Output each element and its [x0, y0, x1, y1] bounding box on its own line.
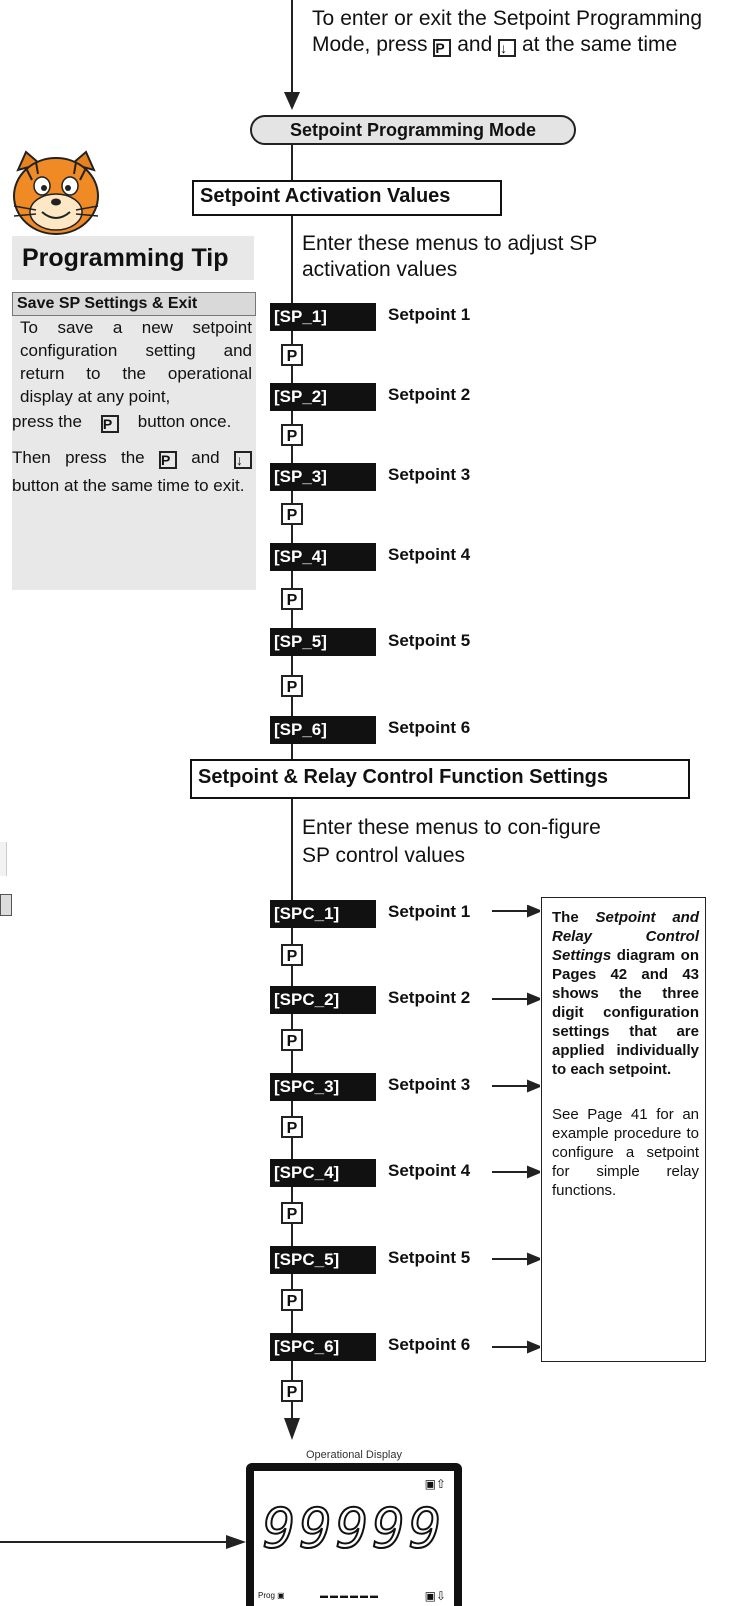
down-key-icon: ↓ — [233, 451, 252, 469]
sp-3-label: Setpoint 3 — [388, 465, 471, 484]
spc-6-tag[interactable]: [SPC_6] — [270, 1333, 376, 1361]
intro-text: To enter or exit the Setpoint Programmin… — [312, 6, 702, 58]
sp-4-label: Setpoint 4 — [388, 545, 471, 564]
arrow-right-icon — [226, 1535, 246, 1549]
spc-1-tag[interactable]: [SPC_1] — [270, 900, 376, 928]
tip-text-3c: button at the same time to exit. — [12, 476, 245, 495]
spc-2-tag[interactable]: [SPC_2] — [270, 986, 376, 1014]
p-key-icon[interactable]: P — [281, 503, 303, 525]
p-key-icon[interactable]: P — [281, 1289, 303, 1311]
p-key-icon: P — [433, 39, 452, 57]
note-para-2: See Page 41 for an example procedure to … — [552, 1106, 699, 1199]
programming-tip-body: Save SP Settings & Exit To save a new se… — [12, 292, 256, 590]
sp-6-label: Setpoint 6 — [388, 718, 471, 737]
edge-tab — [0, 894, 12, 916]
arrow-right-icon — [527, 1252, 540, 1266]
display-face: ▣⇧ 99999 Prog ▣ ▬▬▬▬▬▬ ▣⇩ — [254, 1471, 454, 1606]
p-key-icon[interactable]: P — [281, 588, 303, 610]
arrow-right-icon — [527, 905, 540, 918]
tip-text-3b: and — [191, 448, 220, 467]
arrow-to-display — [0, 1535, 246, 1549]
arrow-right-icon — [527, 1340, 540, 1354]
spc-3-tag[interactable]: [SPC_3] — [270, 1073, 376, 1101]
p-key-icon: P — [158, 451, 177, 469]
arrows-to-note — [492, 905, 540, 1354]
p-key-icon[interactable]: P — [281, 1202, 303, 1224]
note-box: The Setpoint and Relay Control Settings … — [541, 897, 706, 1362]
operational-display: ▣⇧ 99999 Prog ▣ ▬▬▬▬▬▬ ▣⇩ — [246, 1463, 462, 1606]
sp-1-tag[interactable]: [SP_1] — [270, 303, 376, 331]
prog-indicator-icon: ▣ — [277, 1591, 285, 1600]
note-rest: diagram on Pages 42 and 43 shows the thr… — [552, 947, 699, 1078]
tip-title: Programming Tip — [22, 244, 229, 272]
display-caption: Operational Display — [306, 1449, 402, 1461]
p-key-icon[interactable]: P — [281, 344, 303, 366]
spc-5-tag[interactable]: [SPC_5] — [270, 1246, 376, 1274]
mode-pill: Setpoint Programming Mode — [250, 115, 576, 145]
sp-5-label: Setpoint 5 — [388, 631, 471, 650]
p-key-icon: P — [100, 415, 119, 433]
p-key-icon[interactable]: P — [281, 1029, 303, 1051]
p-key-icon[interactable]: P — [281, 675, 303, 697]
note-italic: Setpoint and Relay Control Settings — [552, 909, 700, 964]
tiger-mascot-icon — [13, 150, 99, 235]
spc-3-label: Setpoint 3 — [388, 1075, 471, 1094]
spc-1-label: Setpoint 1 — [388, 902, 471, 921]
arrow-right-icon — [527, 1079, 540, 1093]
sp-5-tag[interactable]: [SP_5] — [270, 628, 376, 656]
tip-text-2a: press the — [12, 412, 82, 431]
sp-4-tag[interactable]: [SP_4] — [270, 543, 376, 571]
edge-bracket — [0, 842, 7, 876]
spc-4-tag[interactable]: [SPC_4] — [270, 1159, 376, 1187]
tip-text-3a: Then press the — [12, 448, 145, 467]
down-key-icon: ↓ — [498, 39, 517, 57]
programming-tip-header: Programming Tip — [12, 236, 254, 280]
arrow-right-icon — [527, 1165, 540, 1179]
tip-text-1: To save a new setpoint configuration set… — [20, 318, 252, 406]
intro-and: and — [457, 33, 493, 56]
mode-title: Setpoint Programming Mode — [289, 120, 536, 140]
top-indicator-icon: ▣⇧ — [424, 1477, 446, 1491]
spc-6-label: Setpoint 6 — [388, 1335, 471, 1354]
flow-line-top — [291, 0, 293, 95]
sp-1-label: Setpoint 1 — [388, 305, 471, 324]
arrow-down-icon — [284, 1418, 300, 1440]
tip-text-3: Then press the P and ↓ button at the sam… — [12, 436, 256, 500]
activation-title: Setpoint Activation Values — [192, 180, 502, 216]
note-para-1: The Setpoint and Relay Control Settings … — [552, 908, 699, 1079]
control-title: Setpoint & Relay Control Function Settin… — [190, 759, 690, 799]
p-key-icon[interactable]: P — [281, 1116, 303, 1138]
spc-5-label: Setpoint 5 — [388, 1248, 471, 1267]
tip-text-2: press the P button once. — [12, 408, 256, 436]
tip-subtitle: Save SP Settings & Exit — [12, 292, 256, 316]
arrow-down-icon — [284, 92, 300, 110]
sp-6-tag[interactable]: [SP_6] — [270, 716, 376, 744]
spc-4-label: Setpoint 4 — [388, 1161, 471, 1180]
tip-text-2b: button once. — [137, 412, 232, 431]
control-description: Enter these menus to con-figure SP contr… — [302, 816, 601, 867]
sp-3-tag[interactable]: [SP_3] — [270, 463, 376, 491]
intro-text-main: To enter or exit the Setpoint Programmin… — [312, 7, 702, 56]
display-value: 99999 — [262, 1496, 446, 1561]
p-key-icon[interactable]: P — [281, 1380, 303, 1402]
note-lead: The — [552, 909, 579, 926]
setpoint-led-row: ▬▬▬▬▬▬ — [320, 1591, 380, 1600]
prog-text: Prog — [258, 1591, 275, 1600]
sp-2-tag[interactable]: [SP_2] — [270, 383, 376, 411]
p-key-icon[interactable]: P — [281, 944, 303, 966]
prog-label: Prog ▣ — [258, 1591, 285, 1600]
arrow-right-icon — [527, 992, 540, 1006]
spc-2-label: Setpoint 2 — [388, 988, 471, 1007]
sp-2-label: Setpoint 2 — [388, 385, 471, 404]
activation-description: Enter these menus to adjust SP activatio… — [302, 232, 597, 281]
bottom-indicator-icon: ▣⇩ — [424, 1589, 446, 1603]
p-key-icon[interactable]: P — [281, 424, 303, 446]
intro-tail: at the same time — [521, 33, 678, 56]
